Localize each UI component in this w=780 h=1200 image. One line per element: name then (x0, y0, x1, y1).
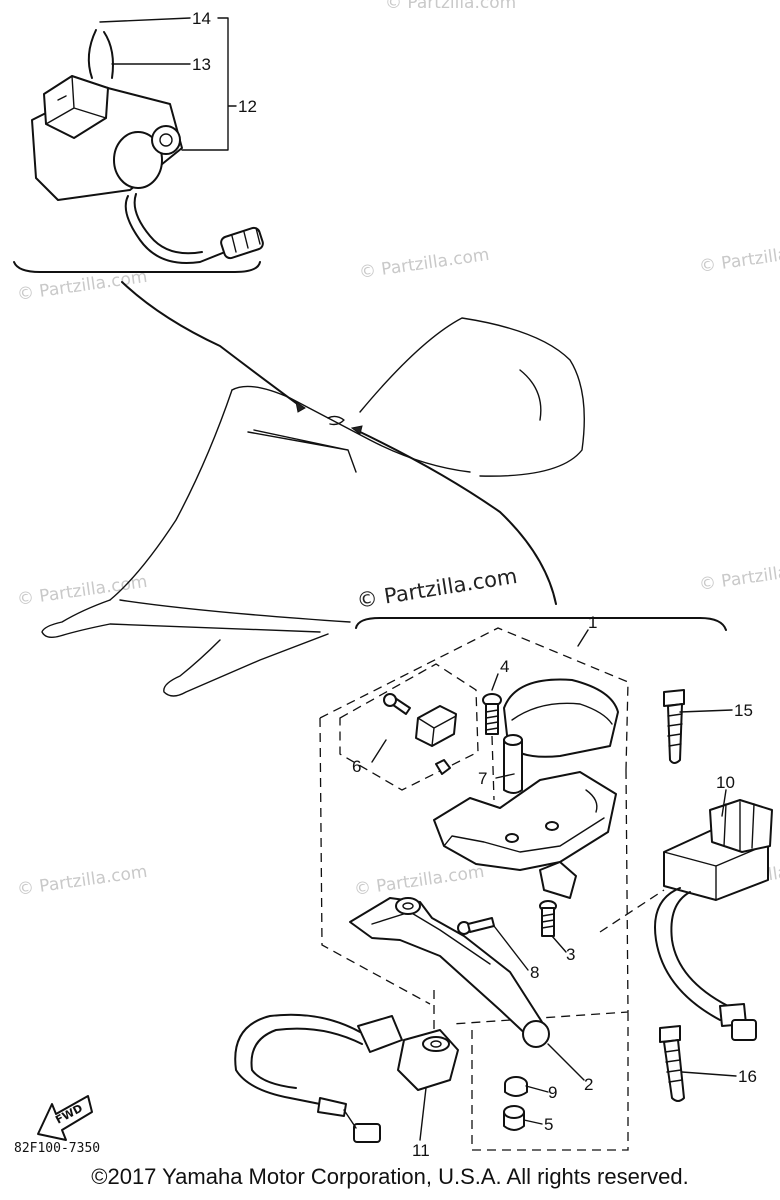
collar-7 (503, 734, 523, 794)
cable-tie-16 (659, 1025, 685, 1102)
fwd-arrow-icon: FWD (37, 1095, 93, 1141)
callout-2: 2 (584, 1075, 593, 1094)
snowmobile-silhouette (41, 281, 585, 697)
callout-14: 14 (192, 9, 211, 28)
callout-9: 9 (548, 1083, 557, 1102)
lever-cover (503, 678, 619, 758)
callout-11: 11 (412, 1141, 430, 1160)
copyright-notice: ©2017 Yamaha Motor Corporation, U.S.A. A… (91, 1164, 689, 1189)
nut-9 (504, 1076, 528, 1097)
callout-leaders (99, 17, 737, 1141)
watermark-text: © Partzilla.com (16, 862, 149, 900)
switch-6 (383, 693, 457, 775)
cap-nut-5 (503, 1105, 525, 1131)
bolt-3 (539, 900, 557, 937)
throttle-switch-inset (13, 29, 264, 273)
brake-switch (234, 1013, 459, 1143)
callout-15: 15 (734, 701, 753, 720)
callout-5: 5 (544, 1115, 553, 1134)
watermark-text: © Partzilla.com (385, 0, 516, 13)
callout-3: 3 (566, 945, 575, 964)
callout-7: 7 (478, 769, 487, 788)
callout-4: 4 (500, 657, 509, 676)
callout-10: 10 (716, 773, 735, 792)
callout-8: 8 (530, 963, 539, 982)
diagram-code: 82F100-7350 (14, 1141, 100, 1156)
callout-12: 12 (238, 97, 257, 116)
screw-4 (482, 693, 502, 801)
callout-6: 6 (352, 757, 361, 776)
cable-tie-15 (663, 689, 685, 764)
lever-bracket (433, 771, 617, 899)
lower-inset-bracket (355, 617, 727, 631)
screw-8 (457, 917, 495, 935)
watermark-text: © Partzilla.com (358, 245, 491, 283)
watermark-text: © Partzilla.com (698, 239, 780, 277)
watermark-text-dark: © Partzilla.com (355, 564, 519, 613)
watermark-text: © Partzilla.com (353, 862, 486, 900)
callout-1: 1 (588, 613, 597, 632)
watermark-text: © Partzilla.com (16, 572, 149, 610)
assembly-frame (319, 627, 629, 1151)
brake-lever (349, 897, 550, 1048)
control-unit-10 (599, 799, 773, 1041)
callout-numbers: 14 13 12 4 1 6 7 15 10 3 8 2 9 5 11 16 (192, 9, 757, 1160)
callout-16: 16 (738, 1067, 757, 1086)
watermark-text: © Partzilla.com (698, 557, 780, 595)
callout-13: 13 (192, 55, 211, 74)
